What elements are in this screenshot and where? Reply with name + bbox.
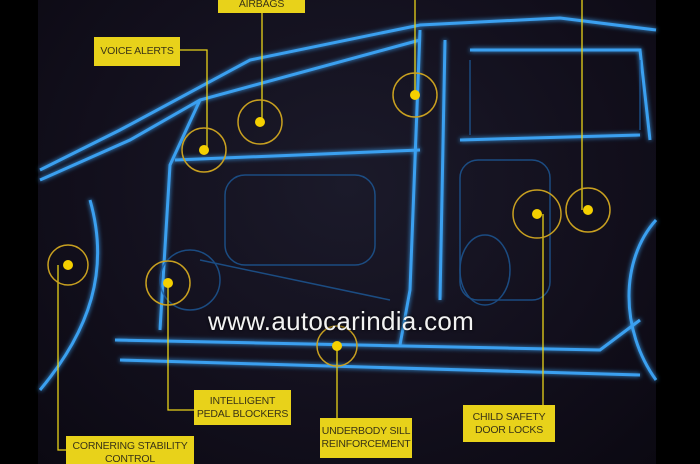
marker-pillar: [392, 72, 438, 118]
body-details: [159, 60, 641, 311]
watermark: www.autocarindia.com: [208, 306, 475, 336]
marker-voice-alerts: [181, 127, 227, 173]
feature-markers: [47, 72, 611, 367]
label-voice-alerts: VOICE ALERTS: [94, 37, 180, 66]
marker-underbody-sill: [316, 325, 358, 367]
label-child-safety-locks: CHILD SAFETY DOOR LOCKS: [463, 405, 555, 442]
marker-pedal-blockers: [145, 260, 191, 306]
marker-child-lock-2: [565, 187, 611, 233]
marker-child-lock-1: [512, 189, 562, 239]
label-underbody-sill: UNDERBODY SILL REINFORCEMENT: [320, 418, 412, 458]
marker-cornering: [47, 244, 89, 286]
label-cornering-stability: CORNERING STABILITY CONTROL: [66, 436, 194, 464]
leader-lines: [57, 0, 583, 451]
body-frame: [38, 16, 658, 391]
label-pedal-blockers: INTELLIGENT PEDAL BLOCKERS: [194, 390, 291, 425]
label-airbags: AIRBAGS: [218, 0, 305, 13]
marker-airbags: [237, 99, 283, 145]
